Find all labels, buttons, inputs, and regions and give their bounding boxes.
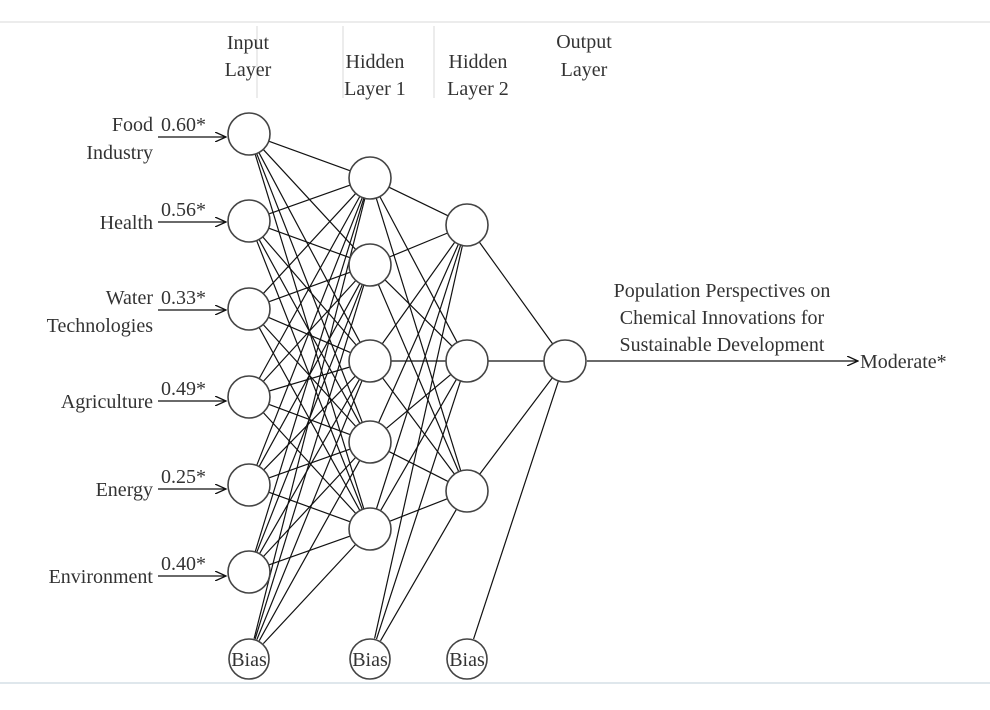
hidden2-node (445, 469, 489, 513)
bias-label: Bias (449, 649, 485, 671)
input-label: Technologies (47, 315, 154, 337)
hidden1-node (348, 156, 392, 200)
input-node (227, 463, 271, 507)
hidden2-node (445, 339, 489, 383)
edge-hidden1-hidden2 (375, 380, 462, 640)
edge-hidden1-hidden2 (384, 279, 453, 347)
edge-hidden1-hidden2 (382, 377, 455, 475)
edge-input-hidden1 (262, 193, 357, 294)
hidden2-node (445, 203, 489, 247)
edge-input-hidden1 (253, 198, 366, 639)
edge-input-hidden1 (254, 197, 365, 553)
header-output-line2: Layer (561, 59, 608, 81)
input-node (227, 550, 271, 594)
edge-input-hidden1 (263, 375, 356, 471)
input-label: Energy (96, 479, 153, 501)
bias-label: Bias (231, 649, 267, 671)
input-label: Food (112, 114, 153, 136)
edge-input-hidden1 (268, 140, 351, 172)
header-hidden2-line1: Hidden (449, 51, 508, 73)
edge-input-hidden1 (262, 236, 357, 346)
edge-hidden1-hidden2 (375, 244, 462, 510)
edge-hidden1-hidden2 (378, 243, 459, 424)
edge-input-hidden1 (256, 380, 363, 640)
header-hidden2-line2: Layer 2 (447, 78, 509, 100)
input-node (227, 112, 271, 156)
input-label: Environment (49, 566, 154, 588)
input-weight: 0.40* (161, 553, 206, 575)
input-node (227, 375, 271, 419)
hidden2-bias-node (446, 638, 488, 680)
edge-input-hidden1 (256, 197, 363, 466)
header-input-line1: Input (227, 32, 270, 54)
edge-input-hidden1 (268, 366, 351, 392)
edge-hidden2-output (479, 377, 553, 475)
edge-hidden1-hidden2 (389, 232, 448, 258)
edge-hidden1-hidden2 (381, 241, 456, 345)
hidden1-node (348, 420, 392, 464)
input-label: Industry (86, 142, 153, 164)
edge-input-hidden1 (268, 316, 351, 354)
header-hidden1-line2: Layer 1 (344, 78, 406, 100)
edge-hidden1-hidden2 (388, 186, 449, 217)
output-node (543, 339, 587, 383)
bottom-divider (0, 682, 990, 684)
input-label: Health (100, 212, 153, 234)
output-description-line3: Sustainable Development (620, 334, 825, 356)
edge-hidden1-hidden2 (388, 450, 449, 483)
output-description-line2: Chemical Innovations for (620, 307, 825, 329)
input-weight: 0.60* (161, 114, 206, 136)
input-weight: 0.49* (161, 378, 206, 400)
header-output-line1: Output (556, 31, 612, 53)
header-hidden1-line1: Hidden (346, 51, 405, 73)
edge-input-hidden1 (268, 184, 351, 215)
input-weight: 0.25* (161, 466, 206, 488)
top-divider (0, 21, 990, 23)
input-bias-node (228, 638, 270, 680)
bias-label: Bias (352, 649, 388, 671)
hidden1-node (348, 507, 392, 551)
output-result: Moderate* (860, 351, 947, 373)
input-node (227, 287, 271, 331)
hidden1-node (348, 339, 392, 383)
edge-input-hidden1 (262, 543, 357, 645)
input-node (227, 199, 271, 243)
header-input-line2: Layer (225, 59, 272, 81)
edge-hidden1-hidden2 (373, 245, 464, 639)
input-weight: 0.56* (161, 199, 206, 221)
hidden1-node (348, 243, 392, 287)
input-label: Water (106, 287, 154, 309)
edge-hidden1-hidden2 (379, 196, 458, 343)
edge-input-hidden1 (258, 460, 361, 641)
edge-input-hidden1 (258, 152, 361, 343)
edge-hidden2-output (478, 241, 554, 345)
edge-hidden2-output (472, 380, 560, 640)
edge-hidden1-hidden2 (379, 508, 458, 642)
input-label: Agriculture (61, 391, 153, 413)
edge-input-hidden1 (262, 456, 357, 558)
input-weight: 0.33* (161, 287, 206, 309)
edge-input-hidden1 (258, 196, 361, 379)
edge-hidden1-hidden2 (379, 378, 458, 512)
edge-hidden1-hidden2 (385, 373, 452, 430)
edge-input-hidden1 (254, 284, 365, 640)
hidden1-bias-node (349, 638, 391, 680)
edge-input-hidden1 (258, 378, 361, 555)
output-description-line1: Population Perspectives on (614, 280, 831, 302)
